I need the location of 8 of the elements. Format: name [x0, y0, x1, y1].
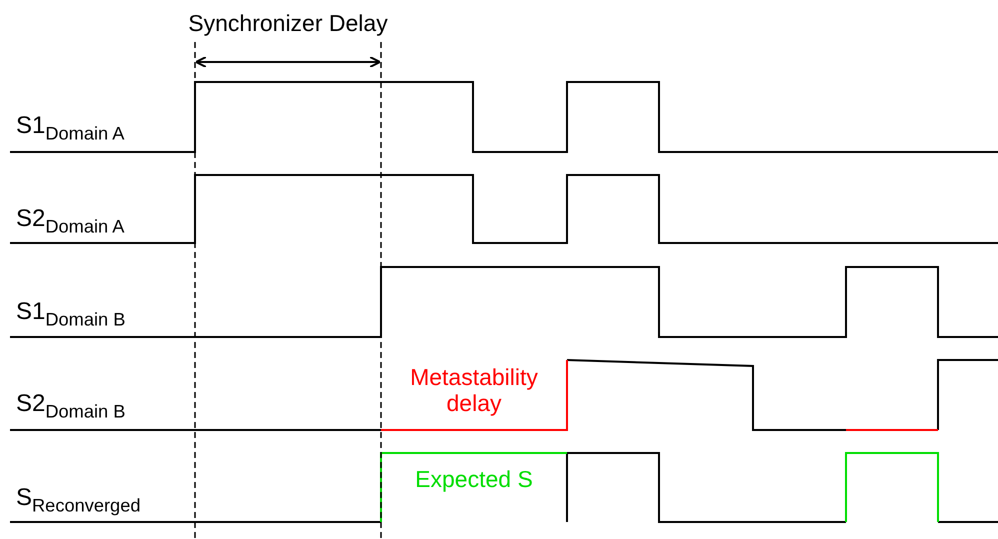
- signal-name: S$_{Reconverged}$: [16, 484, 140, 516]
- signal-name: S2$_{Domain B}$: [16, 390, 126, 422]
- dimension-label: Synchronizer Delay: [187, 10, 389, 36]
- signal-name: S1$_{Domain B}$: [16, 298, 126, 330]
- signal-name: S1$_{Domain A}$: [16, 112, 124, 144]
- signal-name: S2$_{Domain A}$: [16, 205, 124, 238]
- annotation-text: Metastability delay: [409, 364, 539, 417]
- annotation-text: Expected S: [414, 466, 534, 492]
